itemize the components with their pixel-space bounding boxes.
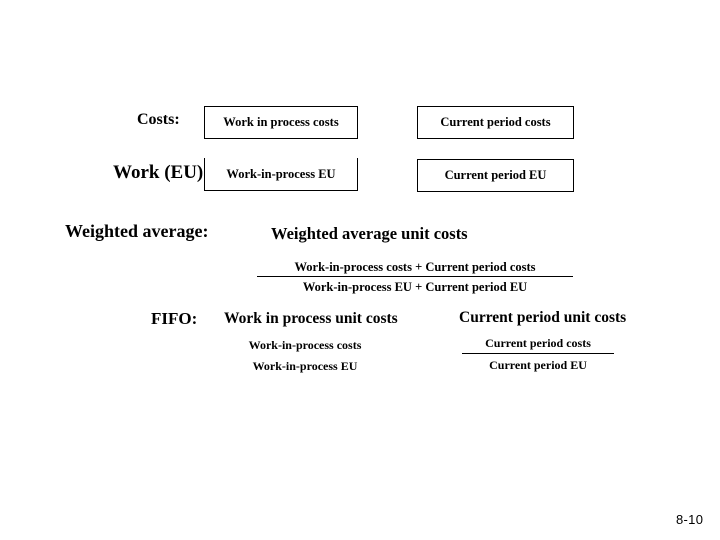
box-work-in-process-costs: Work in process costs [204,106,358,139]
fifo-right-heading: Current period unit costs [459,309,627,326]
box-current-period-eu: Current period EU [417,159,574,192]
box-current-period-costs: Current period costs [417,106,574,139]
row-label-costs: Costs: [137,111,180,128]
weighted-average-numerator: Work-in-process costs + Current period c… [294,260,536,274]
box-current-period-costs-label: Current period costs [440,115,551,129]
row-label-fifo: FIFO: [151,309,198,328]
weighted-average-fraction-rule [257,276,573,278]
row-label-weighted-average: Weighted average: [65,221,209,241]
fifo-right-fraction: Current period costs Current period EU [462,336,614,375]
box-work-in-process-eu-label: Work-in-process EU [226,166,336,181]
box-current-period-eu-label: Current period EU [444,168,547,182]
fifo-left-denominator: Work-in-process EU [252,358,358,373]
fifo-right-fraction-rule [462,352,614,354]
slide-page-number: 8-10 [676,512,704,527]
fifo-left-numerator: Work-in-process costs [248,338,362,352]
box-work-in-process-costs-label: Work in process costs [223,115,339,129]
box-work-in-process-eu: Work-in-process EU [204,158,358,191]
fifo-left-heading: Work in process unit costs [224,310,398,327]
weighted-average-denominator: Work-in-process EU + Current period EU [302,280,528,295]
weighted-average-fraction: Work-in-process costs + Current period c… [257,259,573,297]
fifo-right-denominator: Current period EU [489,357,587,372]
fifo-left-fraction: Work-in-process costs Work-in-process EU [222,338,388,376]
weighted-average-heading: Weighted average unit costs [271,224,468,243]
fifo-right-numerator: Current period costs [485,336,591,350]
row-label-work-eu: Work (EU) [113,162,204,183]
